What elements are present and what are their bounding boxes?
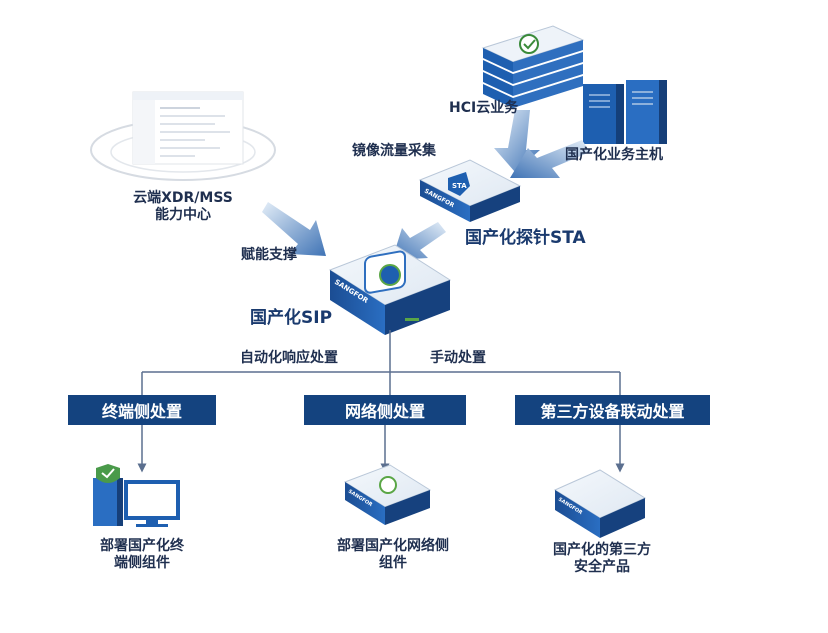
- label-empower: 赋能支撑: [241, 247, 297, 263]
- label-cloud-center-line2: 能力中心: [155, 206, 211, 223]
- label-domestic-host: 国产化业务主机: [565, 147, 663, 163]
- arrow-cloud-to-sip: [262, 202, 326, 256]
- label-sta-probe: 国产化探针STA: [465, 228, 586, 248]
- label-network-outcome-line2: 组件: [379, 554, 407, 571]
- label-cloud-center: 云端XDR/MSS 能力中心: [120, 190, 246, 224]
- sip-device-icon: [328, 244, 452, 335]
- domestic-host-towers-icon: [583, 80, 667, 144]
- label-endpoint-outcome-line1: 部署国产化终: [100, 538, 184, 554]
- network-component-device-icon: [343, 464, 432, 525]
- third-party-device-icon: [553, 469, 647, 538]
- label-cloud-center-line1: 云端XDR/MSS: [133, 190, 233, 206]
- arrow-host-to-sta: [510, 140, 590, 178]
- label-hci-cloud: HCI云业务: [449, 100, 519, 116]
- box-third-party-response: 第三方设备联动处置: [515, 395, 710, 425]
- arrow-sta-to-sip: [392, 222, 446, 260]
- hci-server-stack-icon: [481, 25, 585, 108]
- label-auto-response: 自动化响应处置: [240, 350, 338, 366]
- connector-lines: [137, 330, 625, 473]
- label-mirror-traffic: 镜像流量采集: [352, 143, 436, 159]
- label-third-party-outcome: 国产化的第三方 安全产品: [536, 542, 668, 576]
- label-third-party-outcome-line2: 安全产品: [574, 558, 630, 575]
- box-endpoint-response: 终端侧处置: [68, 395, 216, 425]
- label-third-party-outcome-line1: 国产化的第三方: [553, 542, 651, 558]
- label-endpoint-outcome-line2: 端侧组件: [114, 554, 170, 571]
- label-endpoint-outcome: 部署国产化终 端侧组件: [82, 538, 202, 572]
- cloud-center-illustration: [90, 91, 276, 181]
- sta-probe-device-icon: [418, 159, 522, 222]
- label-network-outcome-line1: 部署国产化网络侧: [337, 538, 449, 554]
- label-network-outcome: 部署国产化网络侧 组件: [318, 538, 468, 572]
- box-network-response: 网络侧处置: [304, 395, 466, 425]
- sta-badge-label: STA: [452, 182, 467, 190]
- label-manual-response: 手动处置: [430, 350, 486, 366]
- endpoint-pc-icon: [93, 464, 180, 527]
- label-sip: 国产化SIP: [250, 308, 333, 328]
